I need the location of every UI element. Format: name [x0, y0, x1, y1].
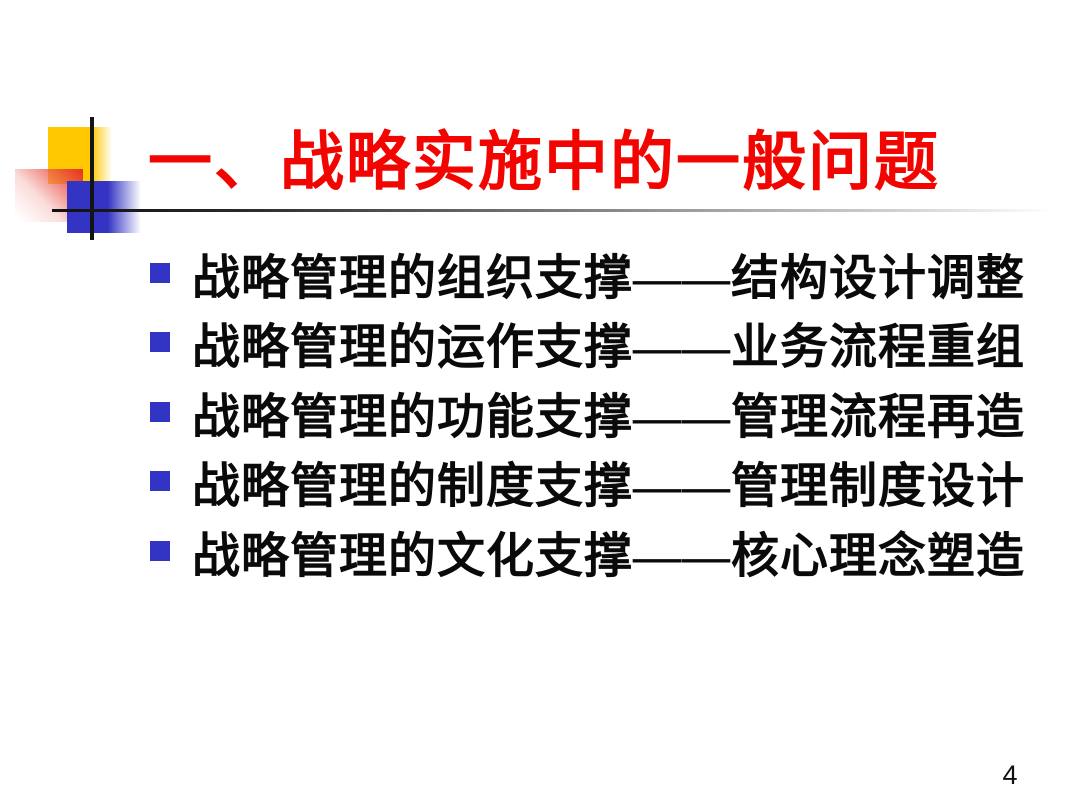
slide-title: 一、战略实施中的一般问题	[148, 127, 940, 198]
page-number: 4	[1002, 760, 1018, 790]
list-item: 战略管理的文化支撑——核心理念塑造	[150, 516, 1050, 586]
bullet-square-icon	[150, 471, 170, 492]
bullet-square-icon	[150, 332, 170, 353]
bullet-square-icon	[150, 262, 170, 283]
decoration-blue-square	[67, 181, 141, 233]
bullet-text: 战略管理的运作支撑——业务流程重组	[192, 321, 1026, 375]
bullet-list: 战略管理的组织支撑——结构设计调整 战略管理的运作支撑——业务流程重组 战略管理…	[150, 238, 1050, 586]
bullet-text: 战略管理的文化支撑——核心理念塑造	[192, 529, 1026, 583]
bullet-text: 战略管理的功能支撑——管理流程再造	[192, 390, 1026, 444]
bullet-square-icon	[150, 540, 170, 561]
list-item: 战略管理的组织支撑——结构设计调整	[150, 238, 1050, 308]
list-item: 战略管理的运作支撑——业务流程重组	[150, 308, 1050, 378]
list-item: 战略管理的功能支撑——管理流程再造	[150, 377, 1050, 447]
bullet-text: 战略管理的组织支撑——结构设计调整	[192, 251, 1026, 305]
decoration-vertical-line	[90, 117, 94, 240]
list-item: 战略管理的制度支撑——管理制度设计	[150, 447, 1050, 517]
bullet-text: 战略管理的制度支撑——管理制度设计	[192, 460, 1026, 514]
bullet-square-icon	[150, 401, 170, 422]
title-divider-line	[52, 209, 1064, 212]
